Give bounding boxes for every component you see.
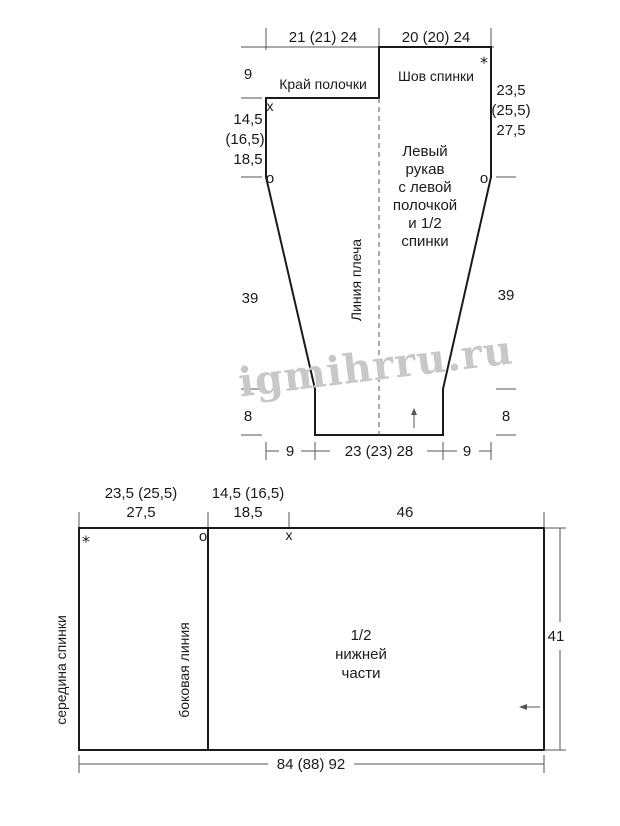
- lower-top-width-1a: 23,5 (25,5): [105, 485, 178, 502]
- lower-asterisk-marker: *: [82, 532, 90, 551]
- lower-circle-marker: o: [199, 528, 207, 545]
- lower-text-2: нижней: [335, 646, 387, 663]
- sleeve-outline: [265, 46, 492, 436]
- circle-marker-right: o: [480, 170, 488, 187]
- bottom-left-width: 9: [286, 443, 294, 460]
- left-upper-height-2: (16,5): [225, 131, 264, 148]
- front-edge-label: Край полочки: [279, 76, 367, 92]
- lower-text-1: 1/2: [351, 627, 372, 644]
- right-upper-height-2: (25,5): [491, 102, 530, 119]
- left-upper-height-3: 18,5: [233, 151, 262, 168]
- knitting-direction-arrow-icon: [411, 408, 417, 428]
- top-left-width: 21 (21) 24: [289, 29, 357, 46]
- right-cuff-height: 8: [502, 408, 510, 425]
- lower-part-pattern: 23,5 (25,5) 27,5 14,5 (16,5) 18,5 46 * o…: [53, 485, 566, 774]
- sleeve-text-4: полочкой: [393, 197, 457, 214]
- watermark: igmihrru.ru: [236, 326, 516, 406]
- lower-bottom-width: 84 (88) 92: [277, 756, 345, 773]
- sleeve-text-6: спинки: [401, 233, 448, 250]
- right-taper-height: 39: [498, 287, 515, 304]
- lower-right-height: 41: [548, 628, 565, 645]
- lower-top-width-2b: 18,5: [233, 504, 262, 521]
- right-upper-height-3: 27,5: [496, 122, 525, 139]
- lower-text-3: части: [342, 665, 381, 682]
- asterisk-marker: *: [480, 53, 488, 72]
- sleeve-pattern: 21 (21) 24 20 (20) 24 9 Край полочки Шов…: [225, 28, 531, 460]
- lower-cross-marker: x: [286, 527, 293, 543]
- left-cuff-height: 8: [244, 408, 252, 425]
- bottom-right-width: 9: [463, 443, 471, 460]
- sleeve-text-1: Левый: [402, 143, 447, 160]
- bottom-center-width: 23 (23) 28: [345, 443, 413, 460]
- lower-direction-arrow-icon: [519, 704, 540, 710]
- back-center-label: середина спинки: [53, 615, 69, 725]
- circle-marker-left: o: [266, 170, 274, 187]
- top-right-width: 20 (20) 24: [402, 29, 470, 46]
- side-line-label: боковая линия: [176, 622, 192, 718]
- left-upper-height-1: 14,5: [233, 111, 262, 128]
- lower-top-width-2a: 14,5 (16,5): [212, 485, 285, 502]
- shoulder-line-label: Линия плеча: [348, 239, 364, 321]
- back-seam-label: Шов спинки: [398, 68, 474, 84]
- sleeve-text-5: и 1/2: [408, 215, 441, 232]
- sleeve-text-3: с левой: [398, 179, 451, 196]
- right-upper-height-1: 23,5: [496, 82, 525, 99]
- lower-top-width-3: 46: [397, 504, 414, 521]
- cross-marker: x: [267, 98, 274, 114]
- sleeve-text-2: рукав: [406, 161, 445, 178]
- lower-top-width-1b: 27,5: [126, 504, 155, 521]
- left-step-height: 9: [244, 66, 252, 83]
- lower-outline: [78, 527, 545, 751]
- left-taper-height: 39: [242, 290, 259, 307]
